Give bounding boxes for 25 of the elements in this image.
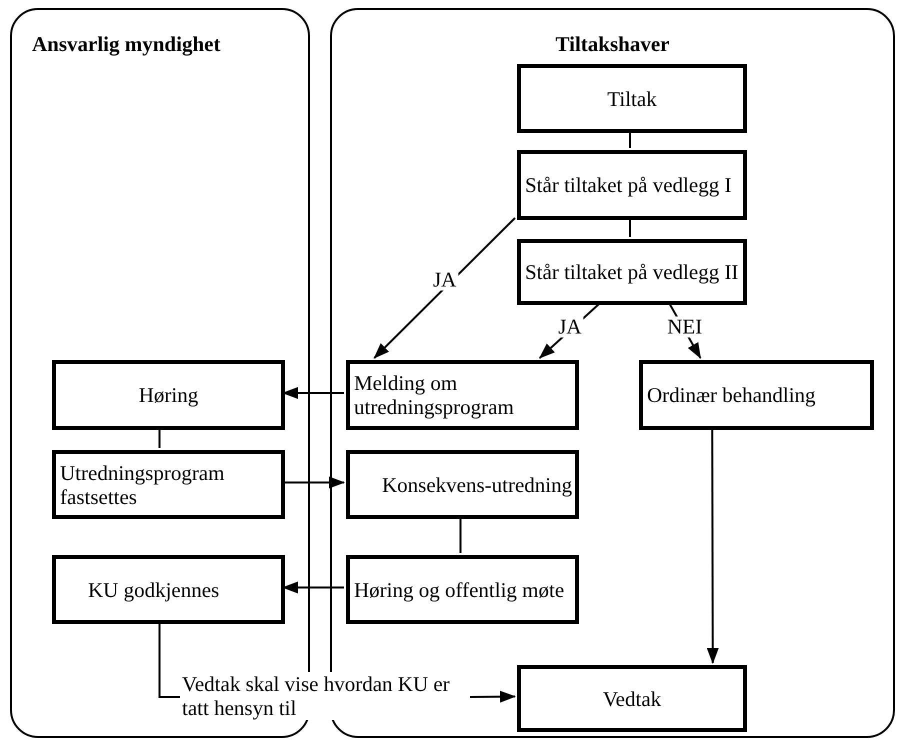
connector-line [629, 218, 631, 237]
arrow [470, 690, 516, 703]
edge-label: JA [556, 316, 584, 337]
process-box: Høring og offentlig møte [346, 555, 579, 624]
process-box: Står tiltaket på vedlegg I [517, 150, 747, 220]
edge-label: JA [430, 270, 458, 290]
process-box: Høring [52, 360, 285, 430]
process-box: Tiltak [517, 64, 747, 133]
process-box: Konsekvens-utredning [346, 450, 579, 519]
connector-line [158, 428, 160, 448]
connector-line [158, 622, 180, 698]
process-box: Ordinær behandling [639, 360, 874, 430]
process-box: KU godkjennes [52, 555, 285, 624]
connector-line [629, 131, 631, 148]
lane-heading: Tiltakshaver [554, 34, 670, 55]
edge-label: NEI [665, 316, 704, 337]
process-box: Står tiltaket på vedlegg II [517, 239, 747, 305]
arrow [706, 428, 719, 664]
lane-heading: Ansvarlig myndighet [32, 34, 220, 55]
connector-line [460, 517, 462, 553]
process-box: Vedtak [517, 665, 747, 732]
arrow [283, 476, 345, 488]
process-box: Utredningsprogram fastsettes [52, 450, 285, 519]
arrow [374, 217, 516, 359]
process-box: Melding om utredningsprogram [346, 360, 579, 430]
